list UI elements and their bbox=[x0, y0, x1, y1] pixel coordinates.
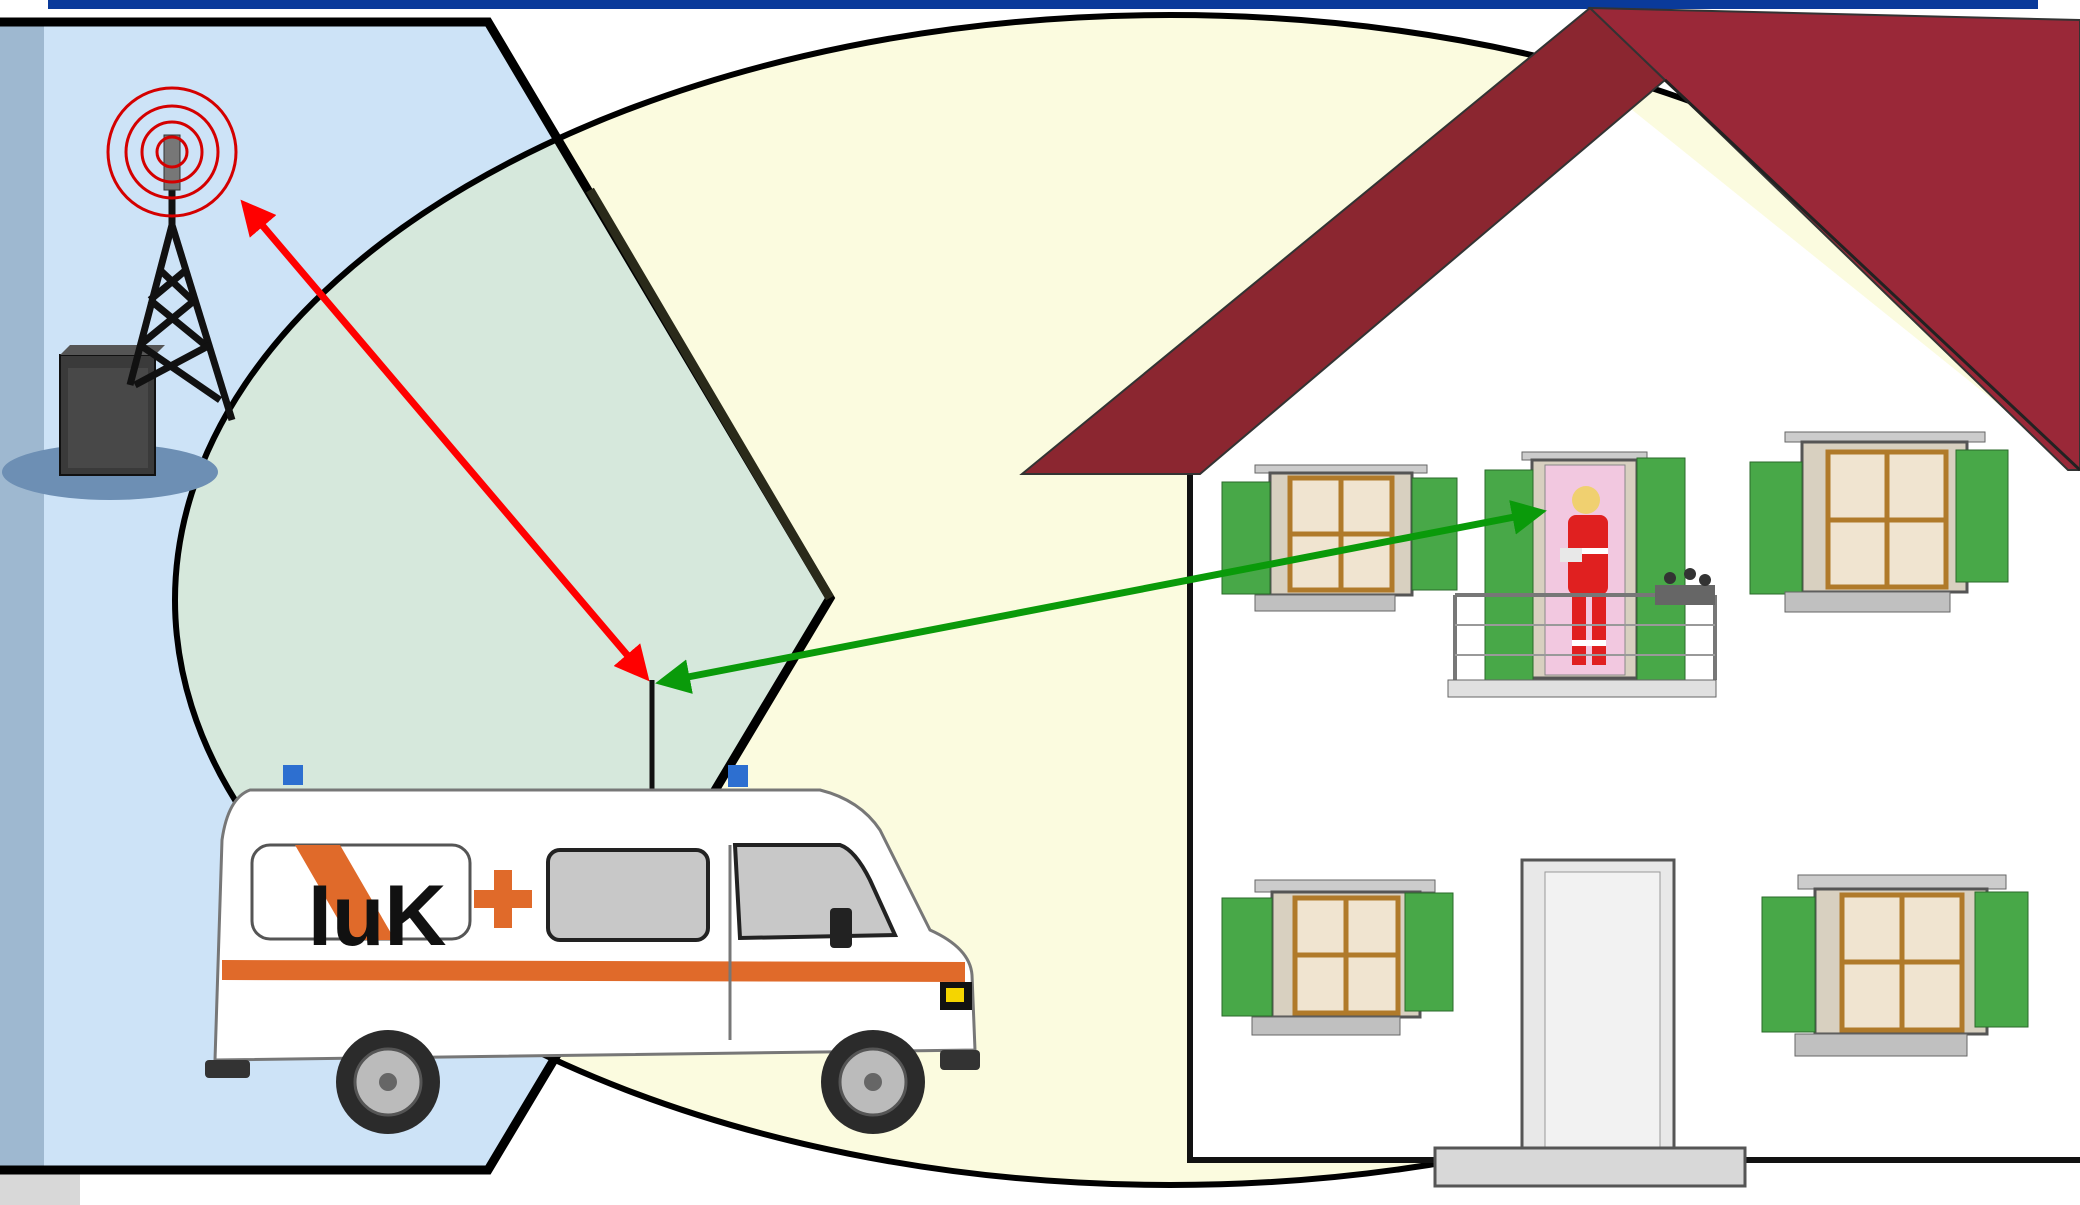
shutter bbox=[1485, 470, 1533, 680]
window-bottom-left bbox=[1222, 880, 1453, 1035]
wheel bbox=[821, 1030, 925, 1134]
bottom-left-corner bbox=[0, 1172, 80, 1205]
emergency-light bbox=[728, 765, 748, 787]
top-bar bbox=[48, 0, 2038, 9]
shutter bbox=[1637, 458, 1685, 680]
shutter bbox=[1222, 482, 1270, 594]
side-window bbox=[548, 850, 708, 940]
shutter bbox=[1975, 892, 2028, 1027]
flower-box bbox=[1655, 585, 1715, 605]
shutter bbox=[1762, 897, 1815, 1032]
shutter bbox=[1750, 462, 1802, 594]
left-panel-edge bbox=[0, 22, 44, 1170]
wheel bbox=[336, 1030, 440, 1134]
shutter bbox=[1405, 893, 1453, 1011]
emergency-light bbox=[283, 765, 303, 785]
balcony bbox=[1448, 452, 1716, 697]
shutter bbox=[1222, 898, 1272, 1016]
van-label: IuK bbox=[308, 868, 447, 964]
shutter bbox=[1956, 450, 2008, 582]
door-step bbox=[1435, 1148, 1745, 1186]
window-bottom-right bbox=[1762, 875, 2028, 1056]
